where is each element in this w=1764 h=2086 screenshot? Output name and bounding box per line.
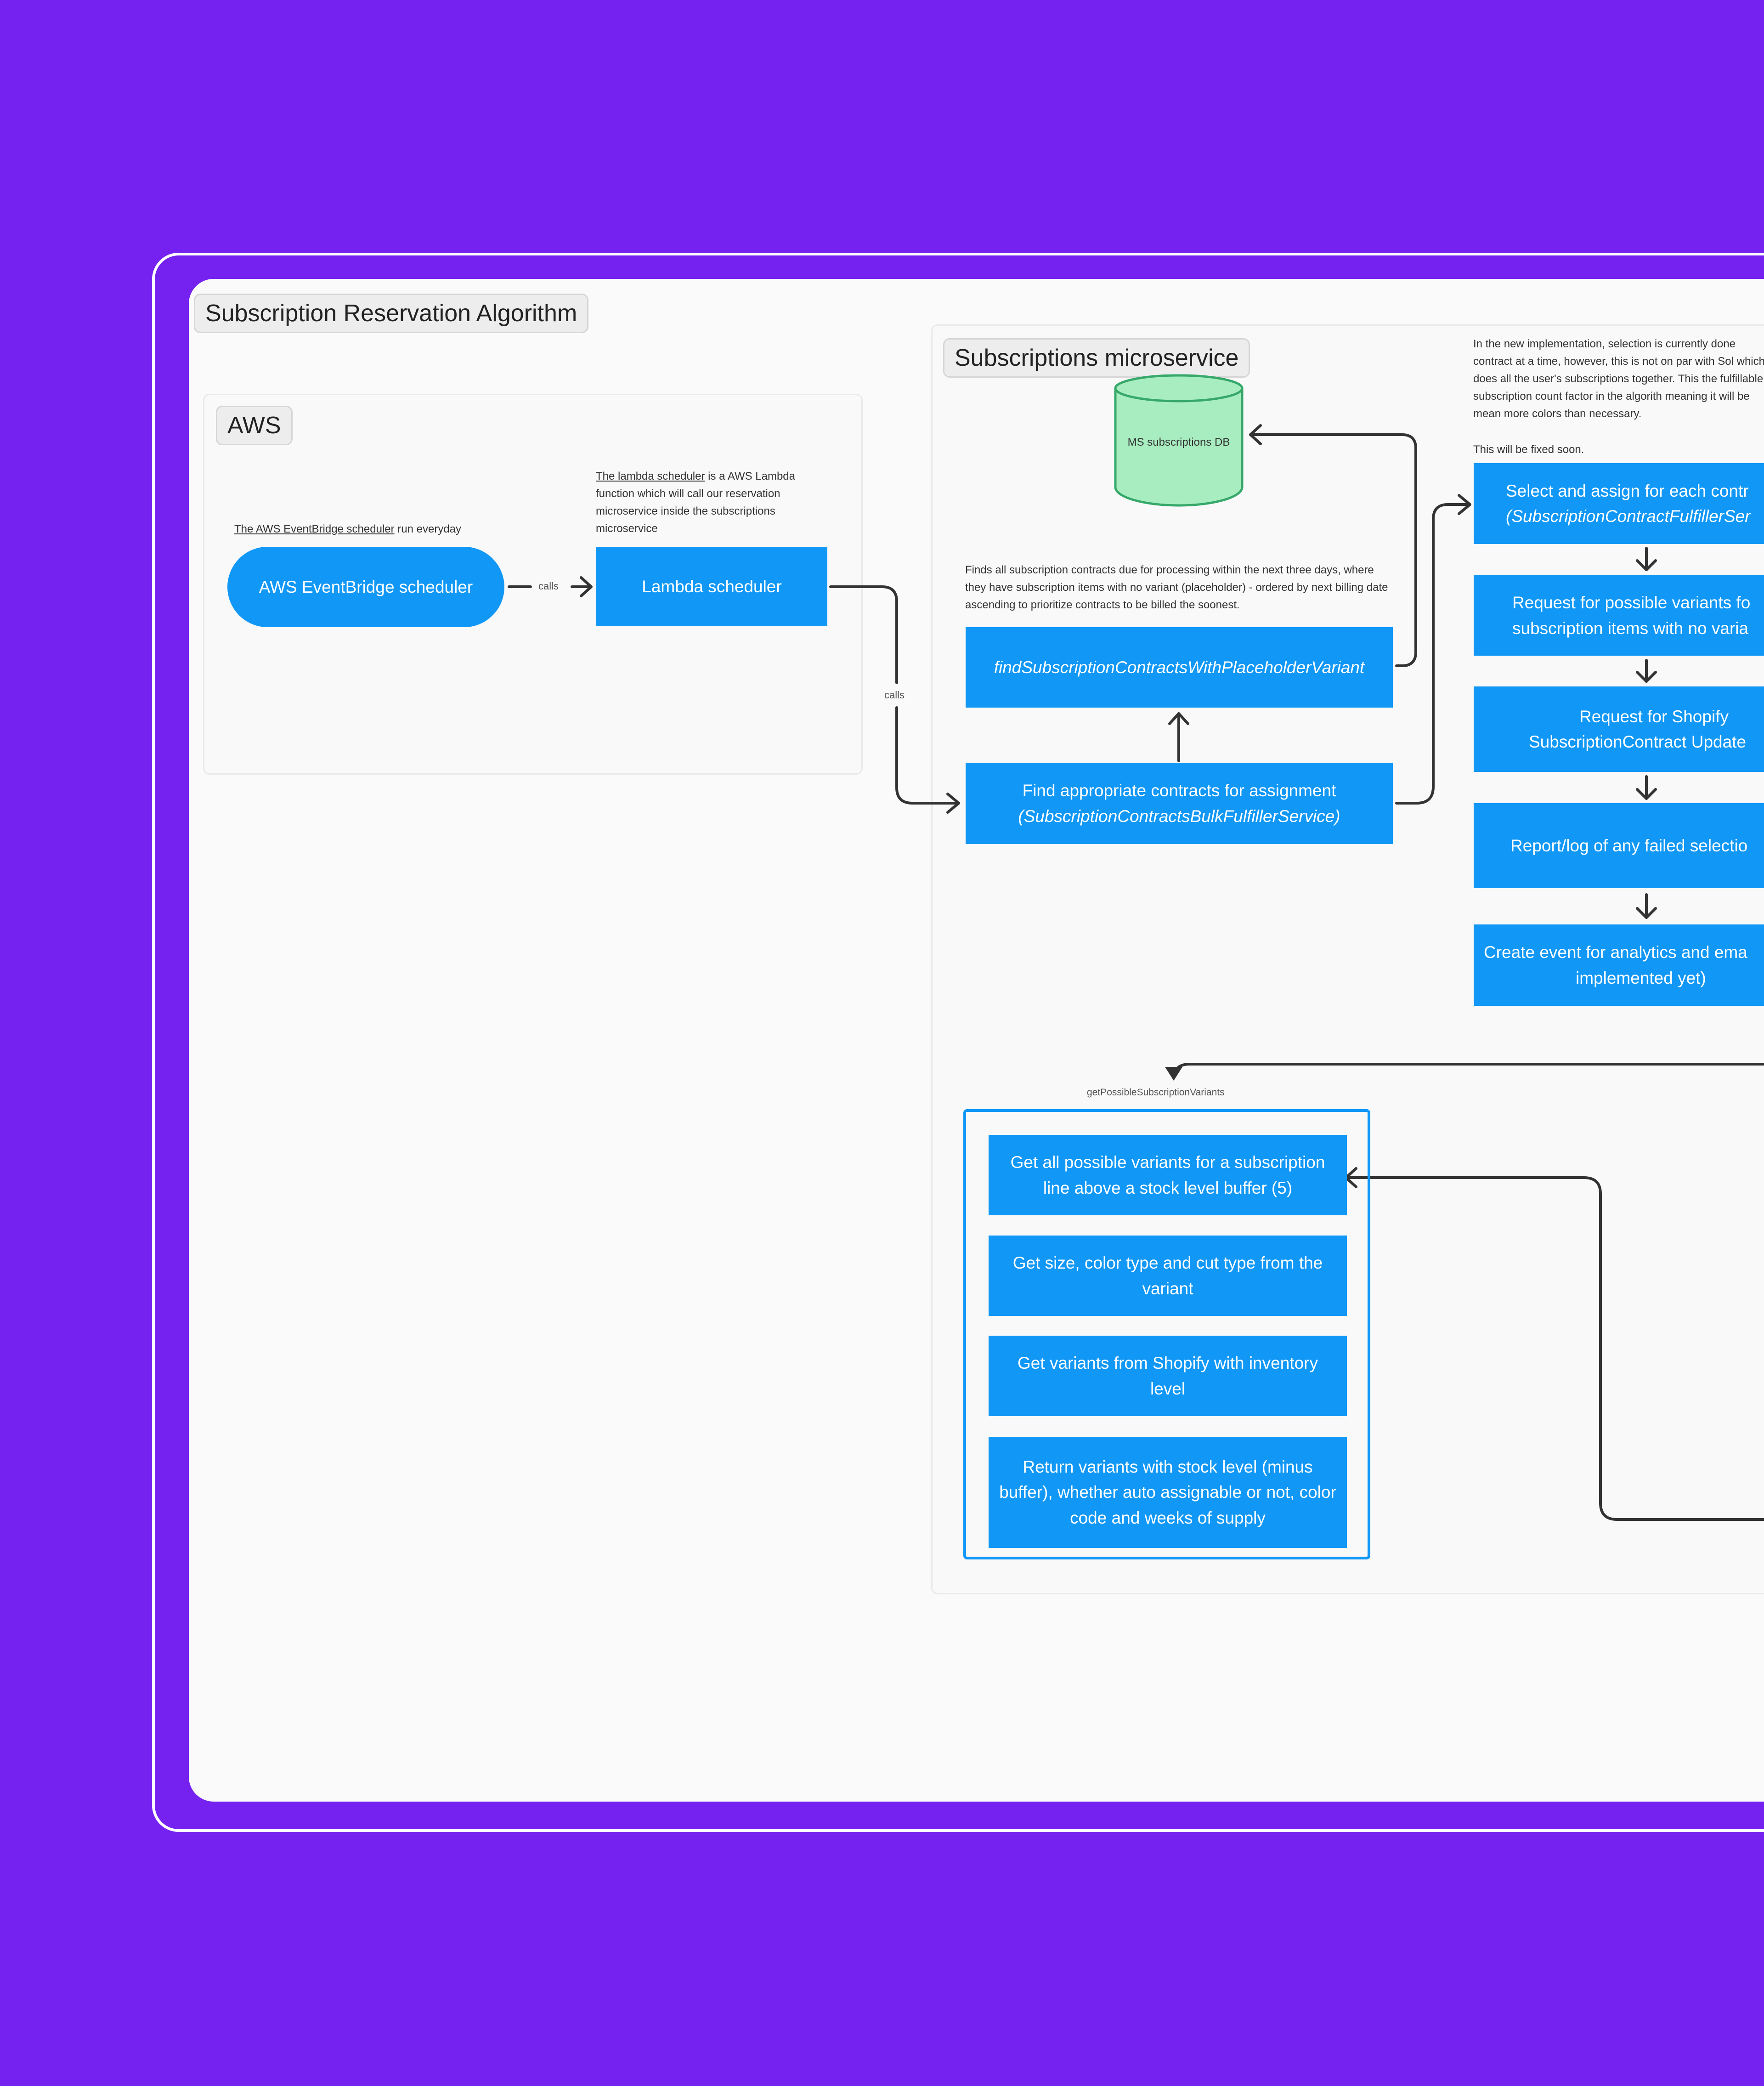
eventbridge-note-link[interactable]: The AWS EventBridge scheduler bbox=[234, 523, 395, 535]
step-shopify-update-line1: Request for Shopify bbox=[1579, 707, 1729, 726]
microservice-section-title: Subscriptions microservice bbox=[943, 338, 1250, 378]
lambda-note: The lambda scheduler is a AWS Lambda fun… bbox=[596, 468, 825, 538]
group-step-size-color[interactable]: Get size, color type and cut type from t… bbox=[989, 1236, 1347, 1316]
aws-section-title: AWS bbox=[216, 406, 293, 445]
step-create-event-node[interactable]: Create event for analytics and ema imple… bbox=[1474, 924, 1764, 1006]
step-select-assign-line2: (SubscriptionContractFulfillerSer bbox=[1506, 507, 1751, 526]
step-select-assign-node[interactable]: Select and assign for each contr (Subscr… bbox=[1474, 463, 1764, 544]
step-report-failed-node[interactable]: Report/log of any failed selectio bbox=[1474, 803, 1764, 888]
selection-note: In the new implementation, selection is … bbox=[1473, 335, 1764, 432]
step-create-event-line1: Create event for analytics and ema bbox=[1484, 943, 1747, 962]
group-step-get-variants[interactable]: Get all possible variants for a subscrip… bbox=[989, 1135, 1347, 1215]
find-assign-contracts-line2: (SubscriptionContractsBulkFulfillerServi… bbox=[1018, 806, 1340, 826]
find-placeholder-node[interactable]: findSubscriptionContractsWithPlaceholder… bbox=[966, 627, 1393, 708]
lambda-note-link[interactable]: The lambda scheduler bbox=[596, 470, 705, 482]
step-report-failed-label: Report/log of any failed selectio bbox=[1510, 836, 1748, 855]
db-label: MS subscriptions DB bbox=[1127, 436, 1230, 448]
find-assign-contracts-node[interactable]: Find appropriate contracts for assignmen… bbox=[966, 763, 1393, 844]
aws-calls-label: calls bbox=[538, 580, 559, 592]
step-request-variants-line2: subscription items with no varia bbox=[1512, 618, 1749, 638]
get-possible-variants-group bbox=[963, 1109, 1370, 1559]
group-step-size-color-label: Get size, color type and cut type from t… bbox=[1012, 1253, 1323, 1298]
board-frame bbox=[152, 253, 1764, 1832]
selection-note-text: In the new implementation, selection is … bbox=[1473, 338, 1764, 420]
find-assign-contracts-line1: Find appropriate contracts for assignmen… bbox=[1022, 781, 1336, 800]
group-step-get-variants-label: Get all possible variants for a subscrip… bbox=[1010, 1153, 1325, 1197]
eventbridge-note: The AWS EventBridge scheduler run everyd… bbox=[234, 521, 492, 538]
step-shopify-update-line2: SubscriptionContract Update bbox=[1529, 732, 1747, 751]
lambda-note-text: is a AWS Lambda function which will call… bbox=[596, 470, 796, 535]
lambda-scheduler-node[interactable]: Lambda scheduler bbox=[596, 547, 827, 626]
eventbridge-scheduler-label: AWS EventBridge scheduler bbox=[259, 577, 473, 596]
find-contracts-note: Finds all subscription contracts due for… bbox=[965, 564, 1388, 611]
group-step-shopify-inventory[interactable]: Get variants from Shopify with inventory… bbox=[989, 1336, 1347, 1416]
step-request-variants-node[interactable]: Request for possible variants fo subscri… bbox=[1474, 575, 1764, 656]
eventbridge-note-text: run everyday bbox=[394, 523, 462, 535]
eventbridge-scheduler-node[interactable]: AWS EventBridge scheduler bbox=[227, 547, 504, 627]
step-request-variants-line1: Request for possible variants fo bbox=[1512, 593, 1751, 612]
selection-note-fix: This will be fixed soon. bbox=[1473, 443, 1584, 456]
lambda-calls-label: calls bbox=[884, 689, 905, 701]
step-select-assign-line1: Select and assign for each contr bbox=[1506, 481, 1749, 500]
board-title: Subscription Reservation Algorithm bbox=[194, 294, 589, 333]
step-create-event-line2: implemented yet) bbox=[1576, 968, 1706, 987]
group-step-return-variants-label: Return variants with stock level (minus … bbox=[999, 1457, 1336, 1527]
group-label: getPossibleSubscriptionVariants bbox=[1087, 1087, 1225, 1098]
lambda-scheduler-label: Lambda scheduler bbox=[642, 577, 782, 596]
group-step-return-variants[interactable]: Return variants with stock level (minus … bbox=[989, 1437, 1347, 1548]
step-shopify-update-node[interactable]: Request for Shopify SubscriptionContract… bbox=[1474, 686, 1764, 772]
group-step-shopify-inventory-label: Get variants from Shopify with inventory… bbox=[1018, 1354, 1318, 1398]
find-placeholder-label: findSubscriptionContractsWithPlaceholder… bbox=[994, 658, 1365, 677]
